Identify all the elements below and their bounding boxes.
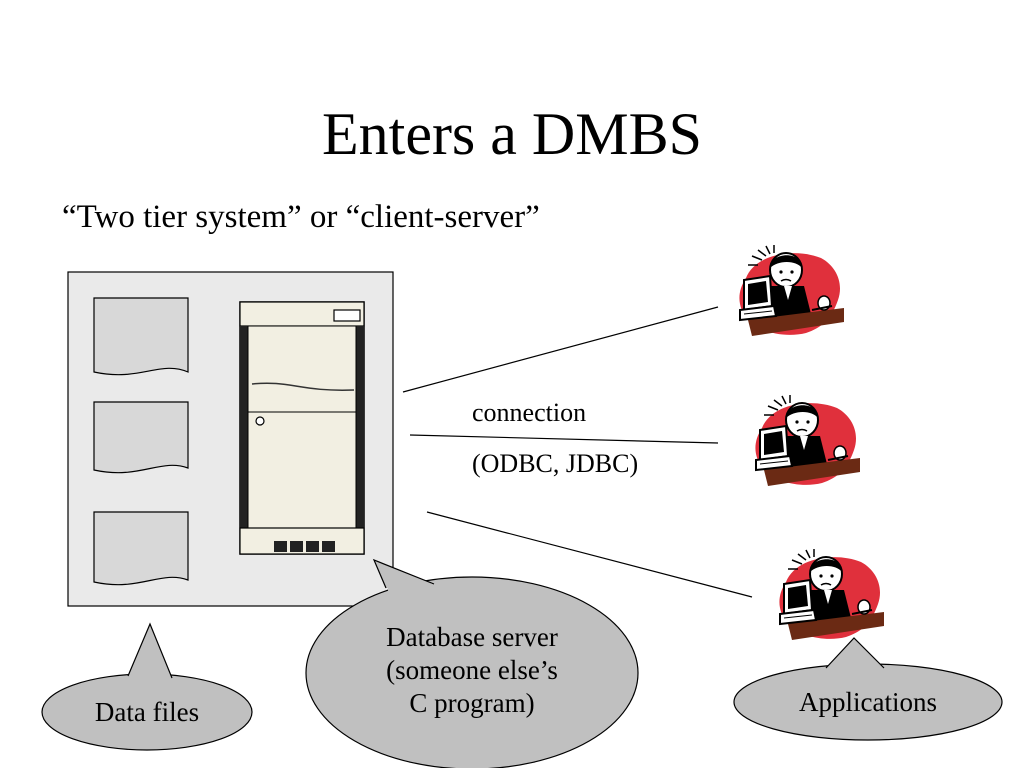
database-server-label-line-3: C program): [409, 688, 535, 718]
connection-line-bottom: [426, 511, 753, 598]
database-server-label: Database server (someone else’s C progra…: [306, 621, 638, 720]
connection-protocols-label: (ODBC, JDBC): [472, 449, 639, 478]
data-files-callout: [41, 622, 253, 751]
database-server-label-line-1: Database server: [386, 622, 558, 652]
server-cabinet-icon: [239, 301, 365, 555]
user-at-computer-icon: [738, 244, 845, 337]
user-at-computer-icon: [754, 394, 861, 487]
document-file-icon: [93, 401, 189, 474]
connection-label: connection: [472, 398, 587, 427]
database-server-label-line-2: (someone else’s: [386, 655, 558, 685]
document-file-icon: [93, 511, 189, 586]
slide-subtitle: “Two tier system” or “client-server”: [62, 199, 540, 235]
document-file-icon: [93, 297, 189, 376]
connection-line-middle: [409, 434, 719, 444]
user-at-computer-icon: [778, 548, 885, 641]
database-server-callout: [305, 558, 639, 768]
applications-callout: [733, 637, 1003, 741]
data-files-label: Data files: [94, 697, 200, 727]
slide-title: Enters a DMBS: [322, 101, 702, 167]
applications-label: Applications: [799, 687, 937, 717]
connection-line-top: [402, 306, 719, 393]
